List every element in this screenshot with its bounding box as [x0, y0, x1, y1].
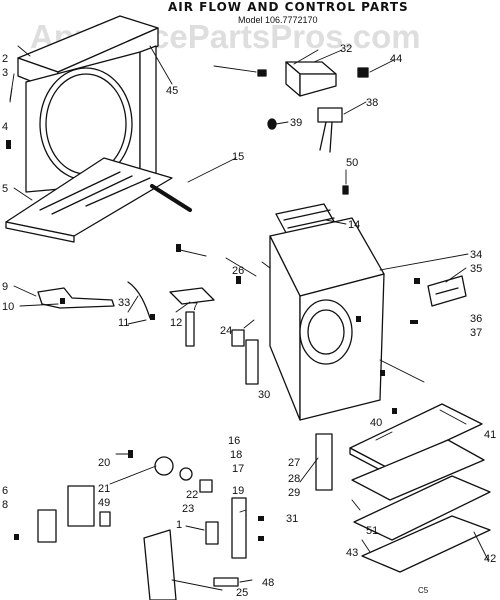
- callout-50: 50: [346, 157, 358, 169]
- callout-23: 23: [182, 503, 194, 515]
- callout-25: 25: [236, 587, 248, 599]
- screw-part: [257, 69, 267, 77]
- callout-33: 33: [118, 297, 130, 309]
- vent-part: [315, 433, 333, 491]
- housing-part: [269, 217, 385, 421]
- callout-38: 38: [366, 97, 378, 109]
- callout-16: 16: [228, 435, 240, 447]
- callout-35: 35: [470, 263, 482, 275]
- callout-4: 4: [2, 121, 8, 133]
- callout-24: 24: [220, 325, 232, 337]
- callout-19: 19: [232, 485, 244, 497]
- spring-part: [179, 467, 193, 481]
- callout-15: 15: [232, 151, 244, 163]
- model-number: Model 106.7772170: [238, 15, 318, 25]
- callout-30: 30: [258, 389, 270, 401]
- knob-panel-part: [67, 485, 95, 527]
- callout-5: 5: [2, 183, 8, 195]
- callout-40: 40: [370, 417, 382, 429]
- callout-12: 12: [170, 317, 182, 329]
- callout-8: 8: [2, 499, 8, 511]
- callout-34: 34: [470, 249, 482, 261]
- callout-32: 32: [340, 43, 352, 55]
- callout-48: 48: [262, 577, 274, 589]
- callout-51: 51: [366, 525, 378, 537]
- front-panel-part: [17, 15, 159, 193]
- control-switch-part: [317, 107, 343, 153]
- callout-21: 21: [98, 483, 110, 495]
- callout-3: 3: [2, 67, 8, 79]
- side-panel-part: [143, 529, 177, 600]
- switch-part: [205, 521, 219, 545]
- callout-31: 31: [286, 513, 298, 525]
- callout-49: 49: [98, 497, 110, 509]
- switch-part: [199, 479, 213, 493]
- screw-part: [342, 185, 349, 195]
- callout-17: 17: [232, 463, 244, 475]
- callout-41: 41: [484, 429, 496, 441]
- cam-part: [245, 339, 259, 385]
- callout-20: 20: [98, 457, 110, 469]
- callout-27: 27: [288, 457, 300, 469]
- callout-2: 2: [2, 53, 8, 65]
- damper-arm-part: [37, 281, 151, 319]
- callout-28: 28: [288, 473, 300, 485]
- callout-44: 44: [390, 53, 402, 65]
- callout-6: 6: [2, 485, 8, 497]
- callout-29: 29: [288, 487, 300, 499]
- filter-part: [361, 515, 491, 573]
- callout-36: 36: [470, 313, 482, 325]
- callout-45: 45: [166, 85, 178, 97]
- callout-37: 37: [470, 327, 482, 339]
- callout-43: 43: [346, 547, 358, 559]
- screw-marks: [6, 140, 420, 541]
- clip-part: [357, 67, 369, 78]
- bracket-part: [169, 287, 215, 305]
- label-part: [99, 511, 111, 527]
- callout-14: 14: [348, 219, 360, 231]
- base-pan-part: [5, 157, 173, 243]
- callout-18: 18: [230, 449, 242, 461]
- knob-part: [267, 118, 277, 130]
- knob-part: [154, 456, 174, 476]
- diagram-title: AIR FLOW AND CONTROL PARTS: [168, 0, 409, 14]
- callout-10: 10: [2, 301, 14, 313]
- actuator-part: [231, 329, 245, 347]
- filter-part: [349, 403, 485, 501]
- callout-9: 9: [2, 281, 8, 293]
- callout-7: 7: [192, 301, 198, 313]
- knob-part: [37, 509, 57, 543]
- rod-part: [150, 184, 192, 212]
- screw-strip-part: [213, 577, 239, 587]
- callout-39: 39: [290, 117, 302, 129]
- callout-11: 11: [118, 317, 129, 329]
- callout-42: 42: [484, 553, 496, 565]
- control-panel-part: [231, 497, 247, 559]
- callout-1: 1: [176, 519, 182, 531]
- link-part: [185, 311, 195, 347]
- diagram-code: C5: [418, 586, 429, 595]
- switch-block-part: [427, 275, 467, 307]
- tray-part: [353, 475, 491, 541]
- callout-22: 22: [186, 489, 198, 501]
- callout-26: 26: [232, 265, 244, 277]
- bracket-part: [285, 61, 337, 97]
- leader-lines: [9, 45, 489, 591]
